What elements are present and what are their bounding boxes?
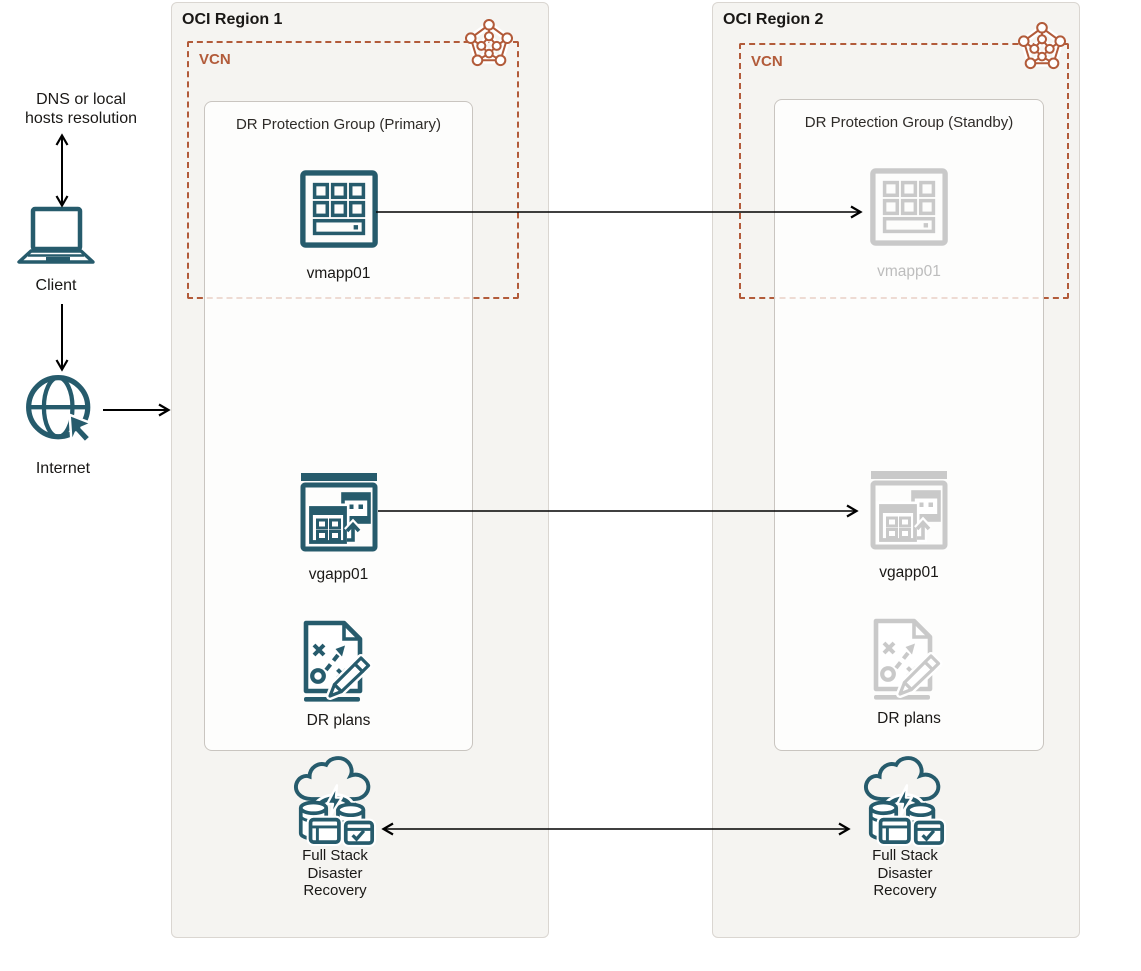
volume-group-label-standby: vgapp01 [879,564,939,581]
full-stack-dr-service: Full Stack Disaster Recovery [825,755,985,900]
compute-instance-icon [298,168,380,250]
dr-protection-group-primary: DR Protection Group (Primary) vmapp01 vg… [204,101,473,751]
region-2-title: OCI Region 2 [723,11,824,28]
dr-plans-label: DR plans [306,712,371,729]
full-stack-dr-label: Full Stack Disaster Recovery [302,847,368,899]
oci-region-1: OCI Region 1 VCN DR Protection Group (Pr… [171,2,549,938]
volume-group-label: vgapp01 [308,566,369,583]
full-stack-dr-label: Full Stack Disaster Recovery [872,847,938,899]
region-2-vcn-label: VCN [751,53,783,70]
dr-plans-label-standby: DR plans [877,710,941,727]
dr-protection-group-standby-title: DR Protection Group (Standby) [804,114,1014,131]
vm-label: vmapp01 [306,265,371,282]
volume-group-icon-standby [867,468,951,552]
oci-region-2: OCI Region 2 VCN DR Protection Group (St… [712,2,1080,938]
client-laptop-icon [14,206,98,270]
region-1-title: OCI Region 1 [182,11,283,28]
full-stack-dr-icon [860,755,950,847]
full-stack-dr-service: Full Stack Disaster Recovery [255,755,415,900]
internet-label: Internet [35,460,91,477]
internet-globe-icon [22,371,102,451]
dr-plans-icon [294,618,384,708]
client-label: Client [35,277,77,294]
vm-label-standby: vmapp01 [877,263,941,280]
vcn-network-icon [465,19,513,67]
dr-plans-icon-standby [864,616,954,706]
compute-instance-icon-standby [868,166,950,248]
region-1-vcn-label: VCN [199,51,231,68]
volume-group-icon [297,470,381,554]
dr-protection-group-primary-title: DR Protection Group (Primary) [235,116,442,133]
dr-protection-group-standby: DR Protection Group (Standby) vmapp01 vg… [774,99,1044,751]
dns-resolution-label: DNS or local hosts resolution [24,91,138,127]
full-stack-dr-icon [290,755,380,847]
vcn-network-icon [1018,22,1066,70]
